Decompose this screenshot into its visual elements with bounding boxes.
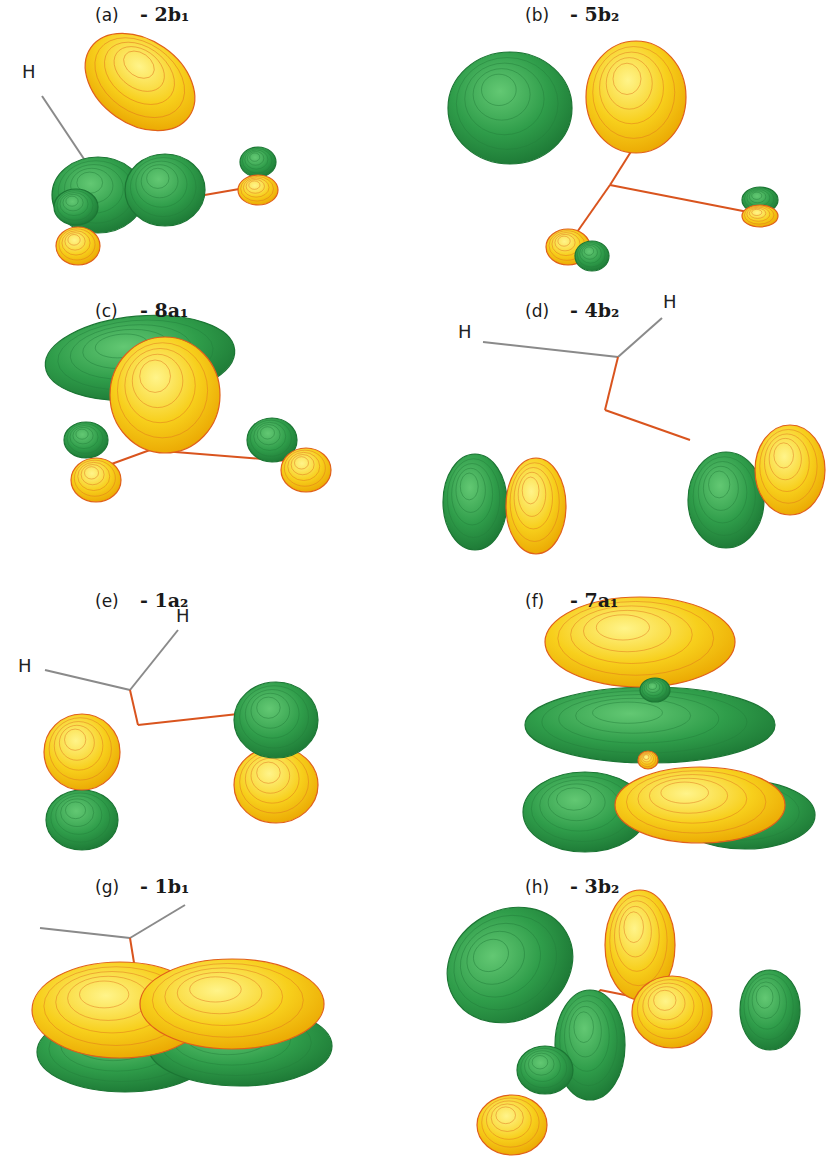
negative-lobe [640, 678, 670, 702]
atom-label: H [18, 656, 32, 676]
ch-bond [618, 318, 662, 357]
positive-lobe [71, 458, 121, 502]
ch-bond [40, 928, 130, 938]
positive-lobe [638, 751, 658, 769]
panel-letter: (h) [525, 878, 549, 897]
negative-lobe [125, 154, 205, 226]
panel-letter: (e) [95, 592, 119, 611]
negative-lobe [575, 241, 609, 271]
atom-label: H [663, 292, 677, 312]
positive-lobe [586, 41, 686, 153]
panel-letter: (c) [95, 302, 118, 321]
positive-lobe [110, 337, 220, 453]
negative-lobe [688, 452, 764, 548]
ch-bond [130, 630, 178, 690]
positive-lobe [56, 227, 100, 265]
positive-lobe [755, 425, 825, 515]
panel-letter: (b) [525, 6, 549, 25]
panel-letter: (d) [525, 302, 549, 321]
panel-letter: (f) [525, 592, 544, 611]
atom-label: H [458, 322, 472, 342]
positive-lobe [615, 767, 785, 843]
orbital-name: - 3b₂ [570, 876, 619, 897]
orbital-name: - 7a₁ [570, 590, 618, 611]
bond-line [605, 410, 690, 440]
negative-lobe [240, 147, 276, 177]
positive-lobe [281, 448, 331, 492]
positive-lobe [742, 205, 778, 227]
negative-lobe [234, 682, 318, 758]
panel-letter: (a) [95, 6, 119, 25]
ch-bond [130, 905, 185, 938]
bond-line [605, 357, 618, 410]
bond-line [130, 690, 138, 725]
positive-lobe [44, 714, 120, 790]
positive-lobe [477, 1095, 547, 1155]
negative-lobe [517, 1046, 573, 1094]
negative-lobe [740, 970, 800, 1050]
positive-lobe [632, 976, 712, 1048]
orbital-name: - 5b₂ [570, 4, 619, 25]
positive-lobe [67, 13, 213, 151]
atom-label: H [22, 62, 36, 82]
atom-label: H [176, 606, 190, 626]
negative-lobe [46, 790, 118, 850]
positive-lobe [140, 959, 324, 1049]
negative-lobe [64, 422, 108, 458]
ch-bond [483, 342, 618, 357]
orbital-name: - 8a₁ [140, 300, 188, 321]
negative-lobe [54, 189, 98, 225]
negative-lobe [448, 52, 572, 164]
positive-lobe [506, 458, 566, 554]
ch-bond [45, 670, 130, 690]
orbital-name: - 4b₂ [570, 300, 619, 321]
negative-lobe [443, 454, 507, 550]
positive-lobe [238, 175, 278, 205]
bond-line [138, 714, 238, 725]
panel-letter: (g) [95, 878, 119, 897]
bond-line [610, 185, 748, 212]
orbital-name: - 2b₁ [140, 4, 189, 25]
orbital-name: - 1b₁ [140, 876, 189, 897]
bond-line [610, 150, 632, 185]
